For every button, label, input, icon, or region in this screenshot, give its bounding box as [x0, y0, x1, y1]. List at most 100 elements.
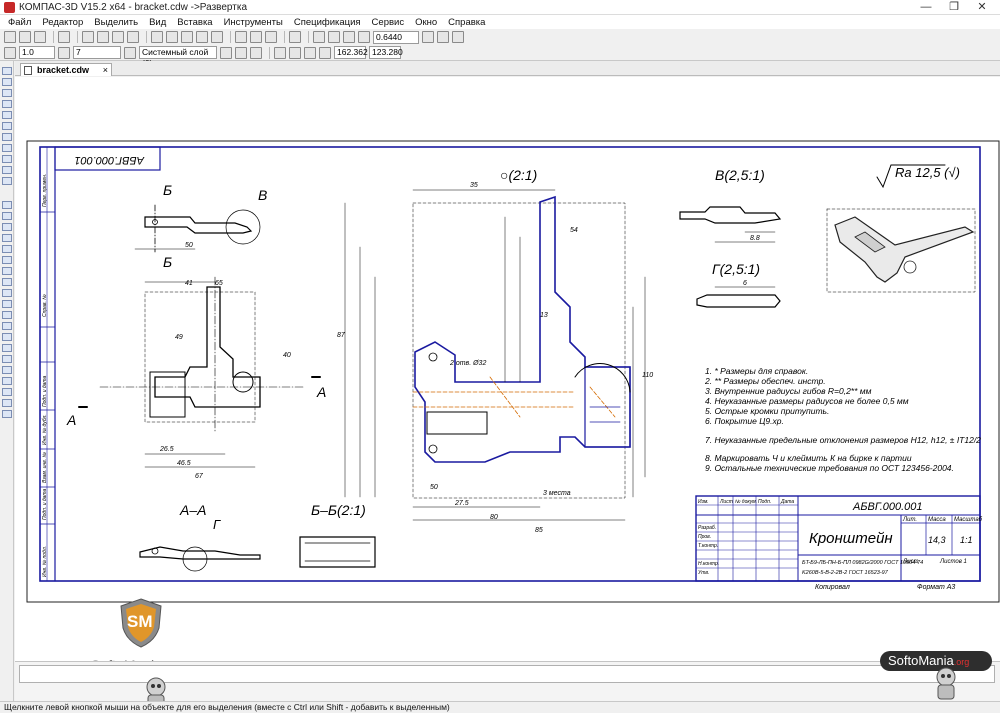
title-row-doc: № докум.	[735, 499, 757, 505]
menu-specification[interactable]: Спецификация	[293, 16, 361, 28]
section-aa-outline	[139, 546, 261, 560]
coord-y-field[interactable]: 123.280	[369, 46, 403, 59]
auxiliary-line-icon[interactable]	[2, 212, 12, 220]
open-file-icon[interactable]	[19, 31, 31, 43]
menu-file[interactable]: Файл	[8, 16, 32, 28]
command-input-box[interactable]	[19, 665, 995, 683]
chamfer-icon[interactable]	[2, 311, 12, 319]
polygon-icon[interactable]	[2, 267, 12, 275]
cut-icon[interactable]	[82, 31, 94, 43]
zoom-in-icon[interactable]	[313, 31, 325, 43]
properties-icon[interactable]	[151, 31, 163, 43]
contour-icon[interactable]	[2, 333, 12, 341]
coordinate-system-icon[interactable]	[319, 46, 331, 59]
measure-icon[interactable]	[2, 122, 12, 130]
menu-edit[interactable]: Редактор	[42, 16, 84, 28]
extend-icon[interactable]	[2, 399, 12, 407]
dimensions-icon[interactable]	[2, 78, 12, 86]
equidistant-icon[interactable]	[2, 344, 12, 352]
zoom-all-icon[interactable]	[358, 31, 370, 43]
snap-icon[interactable]	[235, 46, 247, 59]
polyline-icon[interactable]	[2, 289, 12, 297]
side-label-5: Взам. инв. №	[42, 451, 48, 483]
menu-select[interactable]: Выделить	[94, 16, 139, 28]
trim-icon[interactable]	[2, 388, 12, 396]
section-bb-outline	[299, 536, 376, 568]
layers-icon[interactable]	[265, 31, 277, 43]
note-7: 7. Неуказанные предельные отклонения раз…	[705, 435, 981, 445]
dim-8-8: 8.8	[750, 235, 760, 242]
select-icon[interactable]	[2, 133, 12, 141]
new-file-icon[interactable]	[4, 31, 16, 43]
close-button[interactable]: ✕	[977, 1, 987, 13]
menu-help[interactable]: Справка	[448, 16, 486, 28]
maximize-button[interactable]: ❐	[949, 1, 959, 13]
circle-icon[interactable]	[2, 223, 12, 231]
menu-window[interactable]: Окно	[415, 16, 438, 28]
manager-icon[interactable]	[211, 31, 223, 43]
view-bounding	[144, 291, 256, 423]
document-tab-bracket[interactable]: bracket.cdw ×	[20, 63, 112, 76]
help-pointer-icon[interactable]	[289, 31, 301, 43]
menu-view[interactable]: Вид	[149, 16, 167, 28]
dim-27-5: 27.5	[454, 500, 469, 507]
layer-select[interactable]: Системный слой (0)	[139, 46, 217, 68]
ortho-icon[interactable]	[289, 46, 301, 59]
title-block-name: Кронштейн	[809, 530, 893, 547]
reports-icon[interactable]	[2, 155, 12, 163]
isometric-face	[854, 231, 886, 253]
segment-icon[interactable]	[2, 201, 12, 209]
arc-icon[interactable]	[2, 234, 12, 242]
paste-icon[interactable]	[112, 31, 124, 43]
menu-service[interactable]: Сервис	[371, 16, 405, 28]
zoom-window-icon[interactable]	[328, 31, 340, 43]
round-icon[interactable]	[304, 46, 316, 59]
spline-icon[interactable]	[2, 278, 12, 286]
library-icon[interactable]	[166, 31, 178, 43]
edit-icon[interactable]	[2, 100, 12, 108]
parametrize-icon[interactable]	[2, 111, 12, 119]
refresh-icon[interactable]	[437, 31, 449, 43]
symbols-icon[interactable]	[2, 89, 12, 97]
rectangle-icon[interactable]	[2, 256, 12, 264]
variables-icon[interactable]	[181, 31, 193, 43]
break-icon[interactable]	[2, 377, 12, 385]
flat-pattern-slot	[426, 411, 488, 435]
drawing-canvas[interactable]: АБВГ.000.001 Б Б В А А А–А Б–Б(2:1) Г ○(…	[15, 77, 1000, 661]
redo-icon[interactable]	[250, 31, 262, 43]
fillet-icon[interactable]	[2, 300, 12, 308]
copy-icon[interactable]	[97, 31, 109, 43]
insert-icon[interactable]	[2, 166, 12, 174]
hole-mark	[428, 444, 438, 454]
tab-close-icon[interactable]: ×	[102, 65, 108, 75]
menu-insert[interactable]: Вставка	[177, 16, 213, 28]
format-painter-icon[interactable]	[127, 31, 139, 43]
zoom-previous-icon[interactable]	[452, 31, 464, 43]
undo-icon[interactable]	[235, 31, 247, 43]
zoom-out-icon[interactable]	[343, 31, 355, 43]
toolbar-separator	[146, 31, 147, 43]
menu-tools[interactable]: Инструменты	[223, 16, 283, 28]
coord-x-field[interactable]: 162.362	[334, 46, 368, 59]
hatch-icon[interactable]	[2, 322, 12, 330]
spec-icon[interactable]	[2, 144, 12, 152]
title-row-tcontrol: Т.контр.	[698, 543, 718, 549]
minimize-button[interactable]: —	[920, 1, 932, 13]
layer-color-icon[interactable]	[220, 46, 232, 59]
point-icon[interactable]	[2, 177, 12, 185]
save-icon[interactable]	[34, 31, 46, 43]
ellipse-icon[interactable]	[2, 245, 12, 253]
copy-geometry-icon[interactable]	[2, 410, 12, 418]
macro-icon[interactable]	[2, 366, 12, 374]
collection-icon[interactable]	[2, 355, 12, 363]
view-label-a-right: А	[316, 384, 326, 400]
print-icon[interactable]	[58, 31, 70, 43]
zoom-input[interactable]: 0.6440	[373, 30, 419, 44]
grid-icon[interactable]	[274, 46, 286, 59]
local-snap-icon[interactable]	[250, 46, 262, 59]
pan-icon[interactable]	[422, 31, 434, 43]
line-width-field[interactable]: 1.0	[19, 46, 55, 59]
geometry-icon[interactable]	[2, 67, 12, 75]
function-icon[interactable]	[196, 31, 208, 43]
step-field[interactable]: 7	[73, 46, 121, 59]
